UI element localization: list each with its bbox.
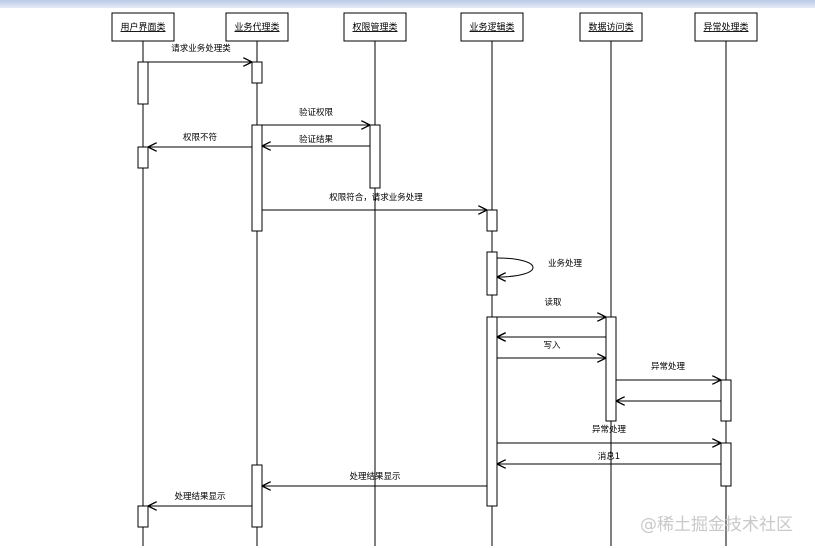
activation-exc-10 (720, 442, 732, 487)
message-self-call (497, 257, 534, 277)
object-label-proxy: 业务代理类 (234, 21, 279, 33)
activation-logic-5 (486, 209, 498, 232)
message-label-12: 异常处理 (592, 424, 627, 435)
activation-perm-2 (369, 124, 381, 189)
object-label-exc: 异常处理类 (703, 21, 748, 33)
activation-exc-9 (720, 379, 732, 422)
watermark: @稀土掘金技术社区 (640, 515, 793, 535)
object-box-exc (694, 12, 758, 42)
message-label-10: 异常处理 (651, 361, 686, 372)
message-label-1: 验证权限 (299, 107, 334, 118)
activation-proxy-11 (251, 464, 263, 528)
activation-proxy-3 (251, 124, 263, 232)
object-box-perm (343, 12, 407, 42)
message-label-2: 验证结果 (299, 134, 334, 145)
message-label-8: 写入 (543, 341, 561, 351)
message-label-6: 读取 (544, 297, 562, 308)
object-box-proxy (225, 12, 289, 42)
message-label-3: 权限不符 (183, 132, 217, 143)
message-label-13: 消息1 (598, 451, 620, 462)
message-label-15: 处理结果显示 (174, 491, 225, 502)
activation-proxy-1 (251, 61, 263, 84)
message-label-4: 权限符合，请求业务处理 (329, 192, 423, 203)
object-label-perm: 权限管理类 (352, 21, 397, 33)
activation-ui-12 (137, 505, 149, 528)
message-label-0: 请求业务处理类 (171, 43, 231, 54)
object-box-ui (111, 12, 175, 42)
object-label-logic: 业务逻辑类 (469, 21, 514, 33)
activation-data-8 (605, 316, 617, 422)
object-label-ui: 用户界面类 (120, 21, 165, 33)
object-label-data: 数据访问类 (588, 21, 633, 33)
message-label-5: 业务处理 (548, 258, 583, 269)
top-bar (0, 0, 815, 8)
message-label-14: 处理结果显示 (349, 471, 400, 482)
activation-logic-6 (486, 251, 498, 296)
object-box-logic (460, 12, 524, 42)
activation-ui-0 (137, 61, 149, 105)
object-box-data (579, 12, 643, 42)
activation-ui-4 (137, 146, 149, 169)
activation-logic-7 (486, 316, 498, 507)
